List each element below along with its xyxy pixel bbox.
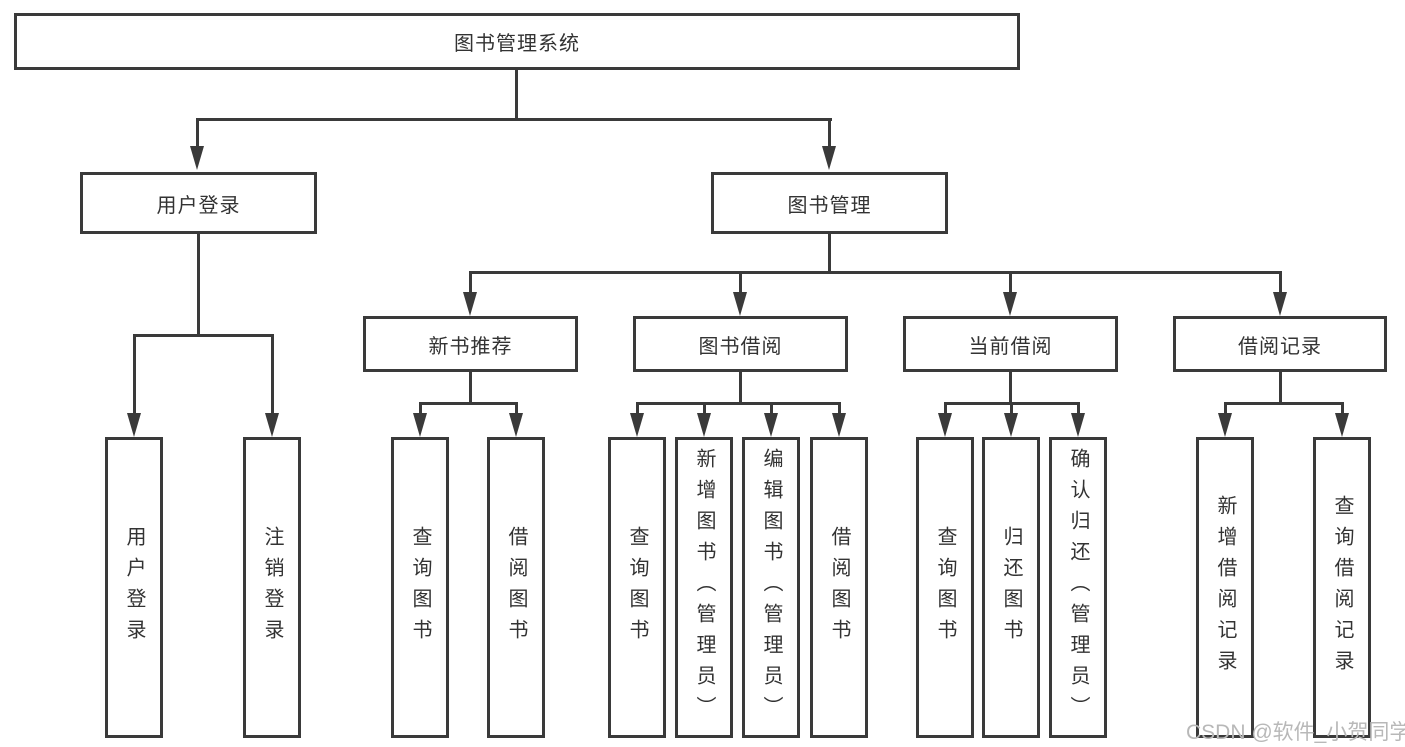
leaf-query-books-1: 查询图书 xyxy=(391,437,449,738)
connector-new-book-branch xyxy=(419,402,517,405)
connector-drop-leaf-user-login xyxy=(133,334,136,413)
connector-drop-book-management xyxy=(828,118,831,148)
node-label: 图书管理 xyxy=(787,194,872,217)
connector-user-login-stub xyxy=(197,234,200,336)
connector-current-borrow-stub xyxy=(1009,372,1012,405)
leaf-label: 编辑图书（管理员） xyxy=(760,448,782,727)
arrowhead-leaf-user-login xyxy=(127,413,141,437)
connector-drop xyxy=(770,402,773,414)
connector-drop xyxy=(419,402,422,414)
leaf-add-borrow-record: 新增借阅记录 xyxy=(1196,437,1254,738)
leaf-add-books-admin: 新增图书（管理员） xyxy=(675,437,733,738)
connector-drop xyxy=(515,402,518,414)
arrowhead xyxy=(630,413,644,437)
arrowhead xyxy=(509,413,523,437)
connector-drop-borrow-record xyxy=(1279,271,1282,294)
node-book-management: 图书管理 xyxy=(711,172,948,234)
arrowhead xyxy=(764,413,778,437)
leaf-label: 借阅图书 xyxy=(505,525,527,650)
arrowhead xyxy=(1218,413,1232,437)
leaf-label: 确认归还（管理员） xyxy=(1067,448,1089,727)
connector-borrow-record-branch xyxy=(1224,402,1343,405)
connector-book-borrow-stub xyxy=(739,372,742,405)
connector-book-management-stub xyxy=(828,234,831,274)
connector-drop xyxy=(1224,402,1227,414)
leaf-borrow-books-2: 借阅图书 xyxy=(810,437,868,738)
arrowhead xyxy=(1004,413,1018,437)
connector-drop xyxy=(636,402,639,414)
arrowhead-book-borrow xyxy=(733,292,747,316)
node-label: 当前借阅 xyxy=(968,335,1053,358)
leaf-query-borrow-record: 查询借阅记录 xyxy=(1313,437,1371,738)
connector-drop-leaf-logout xyxy=(271,334,274,413)
leaf-confirm-return-admin: 确认归还（管理员） xyxy=(1049,437,1107,738)
node-book-borrowing: 图书借阅 xyxy=(633,316,848,372)
arrowhead-book-management xyxy=(822,146,836,170)
arrowhead xyxy=(697,413,711,437)
leaf-label: 注销登录 xyxy=(261,525,283,650)
connector-borrow-record-stub xyxy=(1279,372,1282,405)
arrowhead xyxy=(413,413,427,437)
arrowhead xyxy=(938,413,952,437)
node-library-management-system: 图书管理系统 xyxy=(14,13,1020,70)
leaf-label: 查询图书 xyxy=(934,525,956,650)
connector-root-stub xyxy=(515,70,518,120)
leaf-label: 归还图书 xyxy=(1000,525,1022,650)
node-label: 新书推荐 xyxy=(428,335,513,358)
connector-drop xyxy=(703,402,706,414)
leaf-query-books-3: 查询图书 xyxy=(916,437,974,738)
connector-book-borrow-branch xyxy=(636,402,840,405)
leaf-label: 用户登录 xyxy=(123,525,145,650)
connector-drop xyxy=(1341,402,1344,414)
arrowhead-user-login xyxy=(190,146,204,170)
connector-book-management-branch xyxy=(469,271,1281,274)
leaf-logout: 注销登录 xyxy=(243,437,301,738)
leaf-label: 新增借阅记录 xyxy=(1214,494,1236,681)
leaf-user-login: 用户登录 xyxy=(105,437,163,738)
arrowhead xyxy=(832,413,846,437)
arrowhead-leaf-logout xyxy=(265,413,279,437)
node-label: 图书借阅 xyxy=(698,335,783,358)
csdn-watermark: CSDN @软件_小贺同学 xyxy=(1186,721,1405,744)
arrowhead-borrow-record xyxy=(1273,292,1287,316)
connector-drop xyxy=(838,402,841,414)
connector-user-login-branch xyxy=(133,334,273,337)
connector-drop xyxy=(1077,402,1080,414)
connector-new-book-stub xyxy=(469,372,472,405)
leaf-query-books-2: 查询图书 xyxy=(608,437,666,738)
node-label: 借阅记录 xyxy=(1238,335,1322,358)
connector-drop-user-login xyxy=(196,118,199,148)
node-user-login: 用户登录 xyxy=(80,172,317,234)
leaf-return-books: 归还图书 xyxy=(982,437,1040,738)
leaf-label: 查询图书 xyxy=(409,525,431,650)
node-borrowing-records: 借阅记录 xyxy=(1173,316,1387,372)
connector-root-branch xyxy=(196,118,832,121)
connector-drop-book-borrow xyxy=(739,271,742,294)
connector-drop xyxy=(944,402,947,414)
arrowhead xyxy=(1071,413,1085,437)
leaf-edit-books-admin: 编辑图书（管理员） xyxy=(742,437,800,738)
connector-drop xyxy=(1010,402,1013,414)
node-new-book-recommend: 新书推荐 xyxy=(363,316,578,372)
arrowhead-current-borrow xyxy=(1003,292,1017,316)
leaf-label: 新增图书（管理员） xyxy=(693,448,715,727)
arrowhead xyxy=(1335,413,1349,437)
node-label: 图书管理系统 xyxy=(454,33,580,55)
connector-drop-new-book xyxy=(469,271,472,294)
leaf-label: 查询图书 xyxy=(626,525,648,650)
leaf-label: 借阅图书 xyxy=(828,525,850,650)
leaf-borrow-books-1: 借阅图书 xyxy=(487,437,545,738)
node-label: 用户登录 xyxy=(156,194,241,217)
connector-drop-current-borrow xyxy=(1009,271,1012,294)
leaf-label: 查询借阅记录 xyxy=(1331,494,1353,681)
node-current-borrowing: 当前借阅 xyxy=(903,316,1118,372)
arrowhead-new-book xyxy=(463,292,477,316)
